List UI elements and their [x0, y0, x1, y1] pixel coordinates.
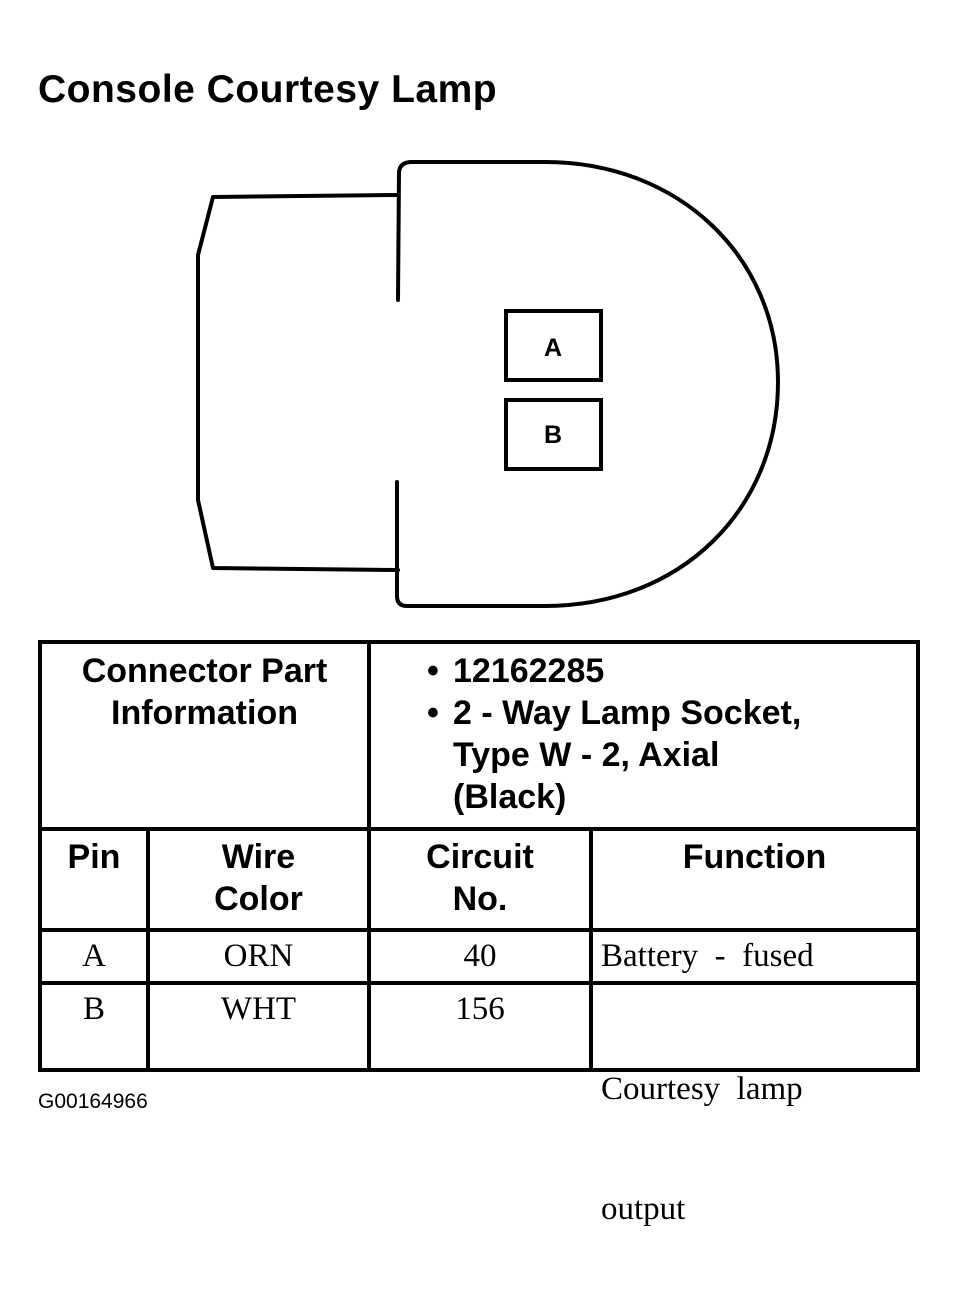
bullet [427, 734, 453, 776]
pin-a-cavity: A [504, 309, 603, 382]
pin-b-label: B [544, 421, 562, 449]
header-pin: Pin [42, 836, 146, 878]
figure-reference-code: G00164966 [38, 1090, 148, 1113]
row-pin: A [82, 938, 106, 974]
row-pin: B [82, 991, 105, 1027]
connector-outline-drawing: A B [196, 160, 780, 608]
part-info-values: • 12162285 • 2 - Way Lamp Socket, Type W… [427, 650, 801, 818]
header-pin-label: Pin [67, 838, 121, 876]
header-circuit-line2: No. [452, 880, 508, 918]
diagram-title: Console Courtesy Lamp [38, 68, 498, 111]
bullet: • [427, 694, 439, 732]
connector-info-table: Connector Part Information • 12162285 • … [38, 640, 920, 1227]
row-function: Battery - fused [601, 938, 814, 974]
row-function-line1: Courtesy lamp [601, 1071, 803, 1107]
row-wire-color: ORN [223, 938, 294, 974]
header-function-label: Function [682, 838, 827, 876]
row-function-line2: output [601, 1191, 686, 1227]
part-info-label-line1: Connector Part [81, 652, 328, 690]
bullet: • [427, 652, 439, 690]
row-wire-color: WHT [220, 991, 297, 1027]
row-circuit: 40 [463, 938, 497, 974]
pin-a-label: A [544, 334, 562, 362]
part-info-label-line2: Information [111, 694, 298, 732]
part-info-item: (Black) [427, 776, 801, 818]
header-circuit: Circuit No. [371, 836, 589, 920]
pin-b-cavity: B [504, 398, 603, 471]
bullet [427, 776, 453, 818]
header-wire-color-line1: Wire [221, 838, 296, 876]
part-color: (Black) [453, 778, 567, 816]
part-description: 2 - Way Lamp Socket, [453, 694, 802, 732]
header-wire-color-line2: Color [214, 880, 303, 918]
part-info-label: Connector Part Information [42, 650, 367, 734]
part-number: 12162285 [453, 652, 605, 690]
header-wire-color: Wire Color [150, 836, 367, 920]
part-info-item: • 2 - Way Lamp Socket, [427, 692, 801, 734]
part-type: Type W - 2, Axial [453, 736, 720, 774]
row-circuit: 156 [455, 991, 505, 1027]
header-circuit-line1: Circuit [426, 838, 534, 876]
header-function: Function [593, 836, 916, 878]
part-info-item: • 12162285 [427, 650, 801, 692]
part-info-item: Type W - 2, Axial [427, 734, 801, 776]
row-function: Courtesy lamp output [601, 989, 913, 1309]
